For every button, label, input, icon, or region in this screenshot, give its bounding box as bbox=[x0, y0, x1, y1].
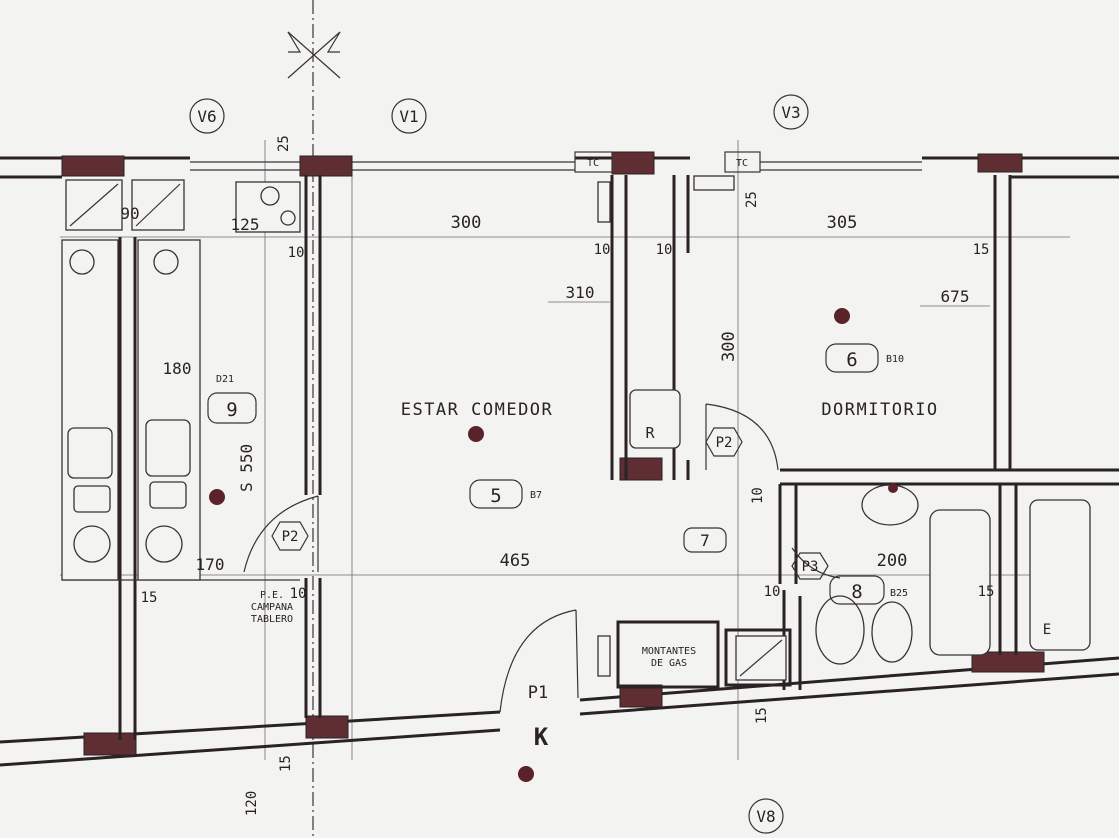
svg-text:10: 10 bbox=[288, 245, 305, 261]
svg-text:V3: V3 bbox=[781, 103, 800, 122]
svg-text:9: 9 bbox=[226, 399, 237, 421]
dimension-lines bbox=[60, 140, 1070, 760]
pe-label-line1: P.E. bbox=[260, 590, 284, 601]
exterior-wall-bottom bbox=[0, 656, 1119, 767]
svg-text:125: 125 bbox=[231, 215, 260, 234]
svg-text:180: 180 bbox=[163, 359, 192, 378]
svg-text:15: 15 bbox=[978, 584, 995, 600]
svg-text:15: 15 bbox=[141, 590, 158, 606]
svg-text:300: 300 bbox=[451, 213, 482, 233]
svg-text:B7: B7 bbox=[530, 490, 542, 501]
svg-text:10: 10 bbox=[594, 242, 611, 258]
svg-text:675: 675 bbox=[941, 287, 970, 306]
svg-text:465: 465 bbox=[500, 551, 531, 571]
room-tag-7: 7 bbox=[683, 527, 727, 553]
svg-text:B10: B10 bbox=[886, 354, 904, 365]
window-tag-v8: V8 bbox=[748, 798, 784, 834]
room-tag-6: 6 B10 bbox=[825, 343, 904, 373]
pe-label-line2: CAMPANA bbox=[251, 602, 293, 613]
door-tag-p2-kitchen: P2 bbox=[271, 521, 309, 551]
svg-text:P3: P3 bbox=[802, 559, 819, 575]
svg-text:170: 170 bbox=[196, 555, 225, 574]
svg-text:P2: P2 bbox=[282, 529, 299, 545]
svg-text:90: 90 bbox=[120, 204, 139, 223]
svg-text:P2: P2 bbox=[716, 435, 733, 451]
room-tag-5: 5 B7 bbox=[469, 479, 542, 509]
room-name-estar-comedor: ESTAR COMEDOR bbox=[401, 400, 554, 420]
north-arrow-icon bbox=[287, 0, 341, 838]
interior-walls bbox=[62, 175, 1119, 740]
svg-text:V1: V1 bbox=[399, 107, 418, 126]
doors bbox=[243, 403, 841, 713]
room-tag-8: 8 B25 bbox=[829, 575, 908, 605]
svg-text:310: 310 bbox=[566, 283, 595, 302]
s550-label: S 550 bbox=[237, 444, 256, 492]
svg-text:V6: V6 bbox=[197, 107, 216, 126]
svg-text:10: 10 bbox=[656, 242, 673, 258]
d21-label: D21 bbox=[216, 374, 234, 385]
structural-columns bbox=[61, 151, 1045, 756]
door-tag-p3: P3 bbox=[791, 552, 829, 580]
svg-text:305: 305 bbox=[827, 213, 858, 233]
svg-text:10: 10 bbox=[764, 584, 781, 600]
svg-text:7: 7 bbox=[700, 531, 710, 550]
svg-text:10: 10 bbox=[290, 586, 307, 602]
exterior-wall-top bbox=[0, 156, 1119, 179]
tc-label-left: TC bbox=[587, 158, 599, 169]
svg-text:8: 8 bbox=[851, 581, 862, 603]
window-tag-v6: V6 bbox=[189, 98, 225, 134]
door-tag-p2-hall: P2 bbox=[705, 427, 743, 457]
svg-text:5: 5 bbox=[490, 485, 501, 507]
door-label-p1: P1 bbox=[528, 683, 548, 703]
room-name-dormitorio: DORMITORIO bbox=[821, 400, 938, 420]
svg-text:200: 200 bbox=[877, 551, 908, 571]
fridge-label: R bbox=[645, 424, 655, 442]
svg-text:25: 25 bbox=[276, 135, 292, 152]
svg-text:300: 300 bbox=[719, 331, 739, 362]
pe-label-line3: TABLERO bbox=[251, 614, 293, 625]
room-tag-9: 9 bbox=[207, 392, 257, 424]
svg-text:15: 15 bbox=[278, 755, 294, 772]
svg-text:15: 15 bbox=[754, 707, 770, 724]
gas-label-line2: DE GAS bbox=[651, 658, 687, 669]
svg-text:15: 15 bbox=[973, 242, 990, 258]
window-tag-v1: V1 bbox=[391, 98, 427, 134]
tc-label-right: TC bbox=[736, 158, 748, 169]
svg-text:25: 25 bbox=[744, 191, 760, 208]
gas-label-line1: MONTANTES bbox=[642, 646, 696, 657]
window-tag-v3: V3 bbox=[773, 94, 809, 130]
room-markers bbox=[209, 308, 898, 782]
e-label: E bbox=[1043, 622, 1051, 638]
svg-text:6: 6 bbox=[846, 349, 857, 371]
fixtures bbox=[61, 175, 1091, 681]
svg-text:10: 10 bbox=[750, 487, 766, 504]
entry-mark-k: K bbox=[534, 723, 549, 751]
svg-text:120: 120 bbox=[244, 791, 260, 816]
svg-text:B25: B25 bbox=[890, 588, 908, 599]
svg-text:V8: V8 bbox=[756, 807, 775, 826]
dimension-values: 300 305 310 675 300 465 200 180 170 125 … bbox=[120, 135, 994, 816]
